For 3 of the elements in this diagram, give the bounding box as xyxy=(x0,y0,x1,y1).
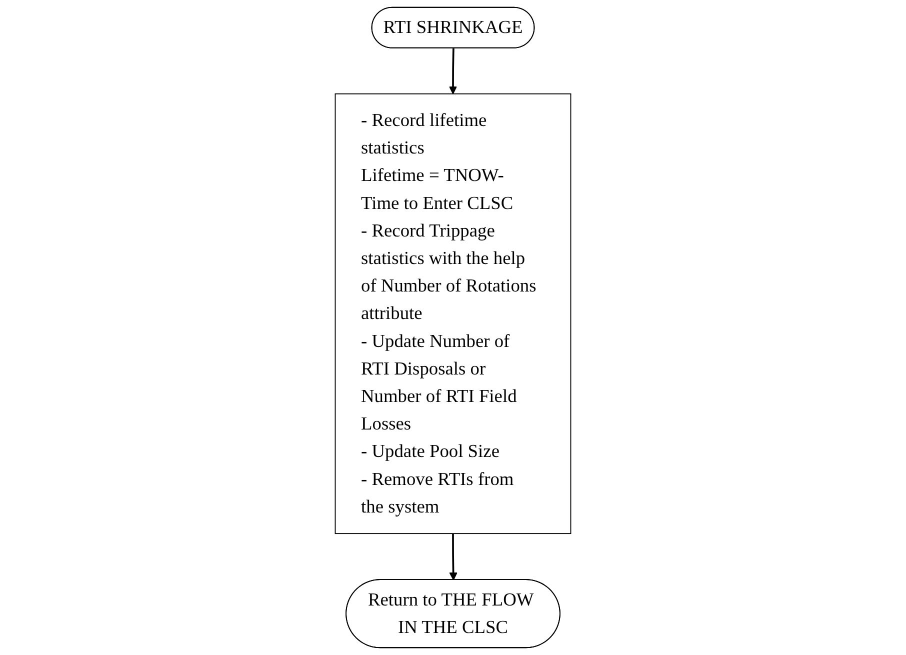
arrow xyxy=(449,534,458,580)
node-box: - Record lifetime statistics Lifetime = TNOW- Time to Enter CLSC - Record Trippage statistics with the help of Number of Rotations attribute - Update Number of RTI Disposals or Number of RTI Field Losses - Update Pool Size - Remove RTIs from the system xyxy=(334,93,572,534)
arrow xyxy=(448,48,458,94)
